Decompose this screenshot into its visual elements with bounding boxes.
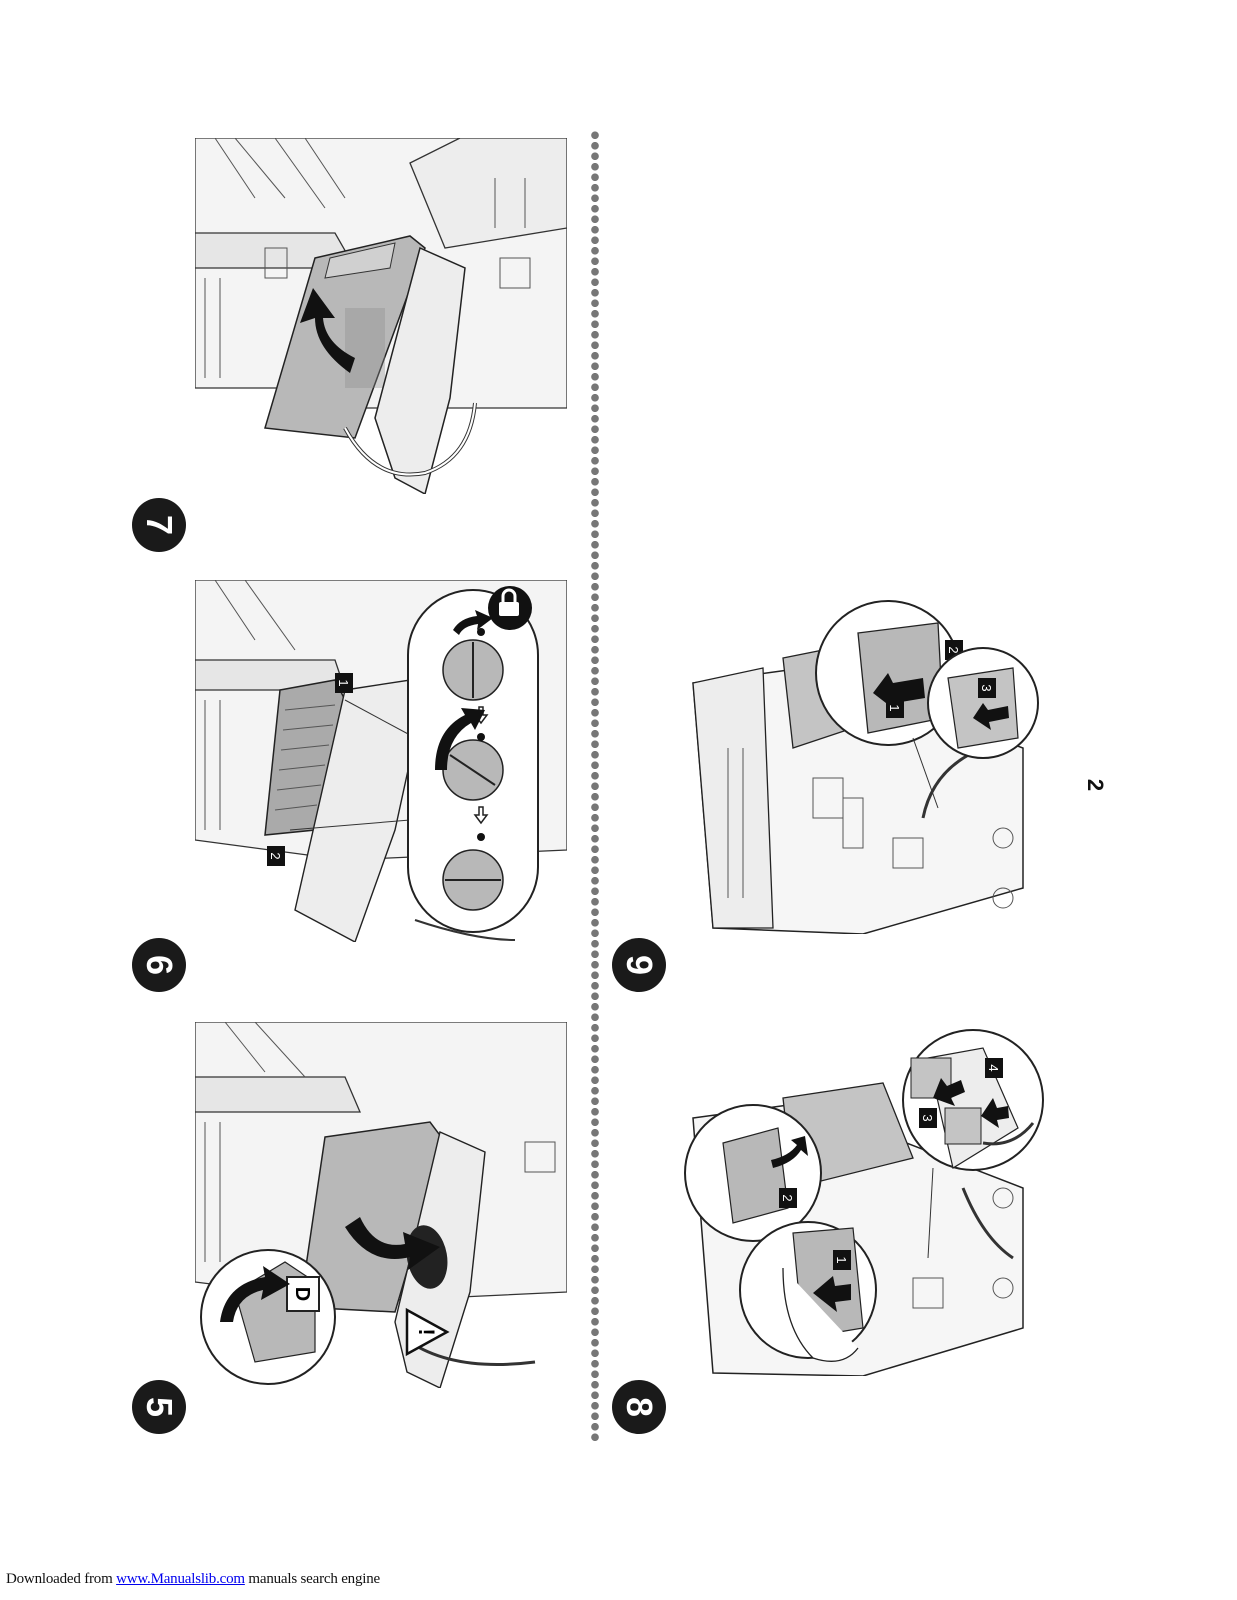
illustration-step-5: ! D bbox=[195, 1022, 567, 1388]
svg-text:1: 1 bbox=[336, 679, 351, 686]
step-number-badge: 8 bbox=[612, 1380, 666, 1434]
step-number-badge: 6 bbox=[132, 938, 186, 992]
page-number: 2 bbox=[1083, 778, 1108, 792]
step-number-badge: 5 bbox=[132, 1380, 186, 1434]
svg-text:4: 4 bbox=[986, 1064, 1001, 1071]
footer-prefix: Downloaded from bbox=[6, 1571, 117, 1587]
svg-text:3: 3 bbox=[979, 684, 994, 691]
svg-text:3: 3 bbox=[920, 1114, 935, 1121]
svg-text:2: 2 bbox=[780, 1194, 795, 1201]
step-number-badge: 7 bbox=[132, 498, 186, 552]
svg-text:1: 1 bbox=[887, 704, 902, 711]
dotted-divider bbox=[590, 130, 600, 1442]
svg-text:1: 1 bbox=[834, 1256, 849, 1263]
illustration-step-7 bbox=[195, 138, 567, 494]
svg-text:2: 2 bbox=[946, 646, 961, 653]
illustration-step-9: 1 2 3 bbox=[683, 598, 1045, 934]
svg-text:2: 2 bbox=[268, 852, 283, 859]
step-number-badge: 9 bbox=[612, 938, 666, 992]
manualslib-link[interactable]: www.Manualslib.com bbox=[116, 1571, 245, 1587]
footer-suffix: manuals search engine bbox=[244, 1571, 380, 1587]
illustration-step-8: 2 1 3 4 bbox=[683, 1028, 1045, 1376]
svg-text:D: D bbox=[291, 1287, 313, 1301]
illustration-step-6: 1 2 bbox=[195, 580, 567, 942]
svg-text:!: ! bbox=[414, 1328, 439, 1335]
footer: Downloaded from www.Manualslib.com manua… bbox=[6, 1571, 380, 1588]
